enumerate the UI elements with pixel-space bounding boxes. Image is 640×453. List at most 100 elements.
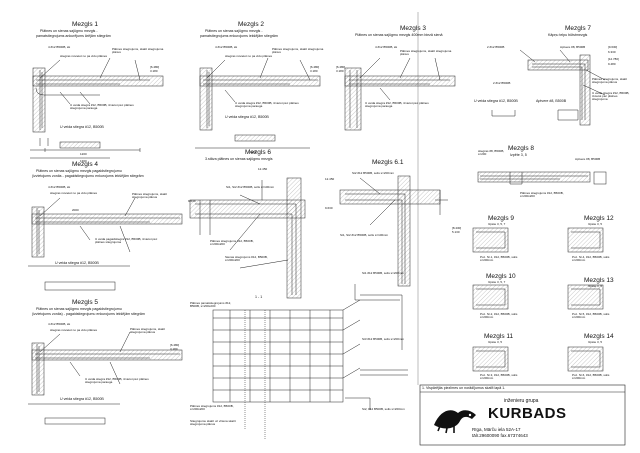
title-block: inženieru grupa KURBADS Rīga, Mārču iela… [432,395,612,443]
level-5130-a: 5.130 [452,230,460,234]
detail-13-label: Poz. Nr.5, #12, B500B, solis s=200mm [572,312,610,319]
detail-10-title: Mezgls 10 [486,273,516,280]
detail-7-label-1b: 2 #12 B500B [493,81,511,85]
detail-7-label-4: U veida stiegra #12, B500B, izvietot pēc… [592,91,630,101]
details-9-14-drawing [472,227,604,372]
detail-5-title: Mezgls 5 [72,299,99,306]
detail-6-title: Mezgls 6 [245,149,272,156]
detail-1-drawing [30,57,164,159]
detail-8-title: Mezgls 8 [508,145,535,152]
level-6480-b: [6.480] [310,65,320,69]
detail-6-1-drawing [339,175,448,410]
detail-2-label-1: 4 #12 B500B, ēk [215,45,238,49]
detail-6-label-2: Plātnes stiegrojums #12, B500B, s=200x20… [210,239,254,246]
detail-1-subtitle-1: Plātnes un sienas sajūgmu mezgls - [40,29,98,33]
detail-5-label-3: U veida stiegra #12, B500B, izvietot pēc… [85,377,149,384]
section-1-1-drawing [212,299,361,440]
detail-3-label-1: 4 #12 B500B, ēk [375,45,398,49]
detail-4-title: Mezgls 4 [72,161,99,168]
detail-7-note: U veida stiegra #12, B500B [474,99,518,103]
level-9630-b: 9.630 [188,199,196,203]
detail-5-drawing [28,331,183,425]
detail-4-subtitle-1: Plātnes un sienas sajūgmu mezgls pagaids… [36,169,122,173]
detail-1-label-3: stiegras novietot no pa vidu plātnes [60,54,108,58]
detail-2-note: U veida stiegra #12, B500B [225,115,269,119]
detail-8-label-3: Aptvere #8, B500B [575,157,601,161]
level-12780-a: [12.780] [608,57,619,61]
detail-1-note: U veida stiegra #12, B500B [60,125,104,129]
detail-2-subtitle-1: Plātnes un sienas sajūgmu mezgls - [205,29,263,33]
detail-1-label-1: 4 #12 B500B, ēk [48,45,71,49]
detail-3-subtitle-1: Plātnes un sienas sajūgmu mezgls 400mm b… [355,33,443,37]
detail-7-label-1: 2 #12 B500B [487,45,505,49]
detail-13-subtitle: Izpēte 3, 5 [588,284,603,288]
dim-1000-b: 1000 [250,150,257,154]
detail-4-label-2: stiegras novietot no pa vidu plātnes [50,191,98,195]
detail-4-subtitle-2: (izvietojums zonās - pagaidstiegrojumu e… [32,174,144,178]
detail-1-label-2: Plātnes stiegrojums, skatīt stiegrojuma … [112,47,164,54]
detail-7-label-3: Plātnes stiegrojums, skatīt stiegrojuma … [592,77,628,84]
company-logo [434,410,476,434]
detail-3-drawing [344,57,456,131]
company-phone: tālr.29600090 fax.67374643 [472,433,528,438]
detail-5-label-4: Plātnes stiegrojums, skatīt stiegrojuma … [130,327,166,334]
dim-1200-a: 1200 [80,152,87,156]
company-tagline: inženieru grupa [504,398,539,404]
level-6480-a: [6.480] [150,65,160,69]
detail-4-label-3: U veida pagaidstiegra #12, B500B, izviet… [95,237,158,244]
detail-14-subtitle: Izpēte 3, 5 [588,340,603,344]
detail-11-title: Mezgls 11 [484,333,514,340]
detail-6-label-1: St1, St2 #12 B500B, solis s=100mm [226,185,275,189]
detail-3-label-3: U veida stiegra #12, B500B, izvietot pēc… [365,101,429,108]
level-9630-a: [9.630] [608,45,618,49]
detail-8-label-2: Plātnes stiegrojums #12, B500B, s=200x20… [520,191,564,198]
detail-4-label-1: 4 #12 B500B, ēk [48,185,71,189]
detail-2-subtitle-2: pamatstiegrojums enkurojums iekšējām sti… [200,34,278,38]
general-note: 1. Vispārējās piezīmes un norādījumus sk… [422,385,506,390]
detail-5-subtitle-1: Plātnes un sienas sajūgmu mezgls pagaids… [36,307,122,311]
dim-1300-a: 1300 [80,159,87,163]
detail-7-drawing [491,49,606,126]
company-name: KURBADS [488,405,567,422]
detail-3-title: Mezgls 3 [400,25,427,32]
detail-2-label-3: stiegras novietot no pa vidu plātnes [225,54,273,58]
level-12450-b: 12.450 [325,177,335,181]
detail-6-label-6: Stiegrojumu skatīt uz viriena skatīt sti… [190,419,236,426]
detail-6-subtitle: 3.stāva plātnes un sienas sajūgmu mezgls [205,157,273,161]
detail-12-title: Mezgls 12 [584,215,614,222]
level-9630-c: 9.630 [325,206,333,210]
detail-14-title: Mezgls 14 [584,333,614,340]
company-address: Rīga, Mārču iela 52A-17 [472,427,521,432]
level-6480-d: [6.480] [170,343,180,347]
detail-5-note: U veida stiegra #12, B500B [60,397,104,401]
detail-9-subtitle: Izpēte 3, 5, 7 [488,222,506,226]
detail-4-drawing [28,197,183,291]
detail-12-subtitle: Izpēte 3, 5 [588,222,603,226]
detail-9-label: Poz. Nr.1, #12, B500B, solis s=200mm [480,255,518,262]
detail-2-label-4: U veida stiegra #12, B500B, izvietot pēc… [235,101,299,108]
detail-5-subtitle-2: (izvietojums zonās) - pagaidstiegrojumu … [32,312,145,316]
detail-9-title: Mezgls 9 [488,215,515,222]
detail-6-label-4: Plātnes pamatstiegrojums #12, B500B, s=2… [190,301,232,308]
detail-2-title: Mezgls 2 [238,21,265,28]
detail-7-title: Mezgls 7 [565,25,592,32]
detail-14-label: Poz. Nr.6, #12, B500B, solis s=200mm [572,373,610,380]
level-3180-d: 3.180 [170,347,178,351]
section-1-1-title: 1 - 1 [255,295,263,299]
detail-6-1-label-5: St2, #12 B500B, solis s=200mm [362,407,405,411]
level-8430-a: [8.430] [452,226,462,230]
detail-10-subtitle: Izpēte 3, 5, 7 [488,280,506,284]
detail-8-label-1: stiegras #8, B500B, s=200 [478,149,505,156]
detail-7-subtitle: Kāpņu telpu būtstmezgls [548,33,588,37]
detail-8-subtitle: Izpēte 3, 5 [510,153,527,157]
level-3180-b: 3.180 [310,69,318,73]
detail-11-subtitle: Izpēte 3, 5 [488,340,503,344]
detail-6-1-label-2: St1, St2 #12 B500B, solis s=100mm [340,233,389,237]
detail-1-subtitle-2: pamatstiegrojums ankurējums ārējām stieg… [36,34,111,38]
detail-2-drawing [195,57,321,149]
level-3180-c: 3.180 [336,69,344,73]
detail-4-note: U veida stiegra #12, B500B [55,261,99,265]
detail-4-label-4: Plātnes stiegrojums, skatīt stiegrojuma … [132,192,168,199]
